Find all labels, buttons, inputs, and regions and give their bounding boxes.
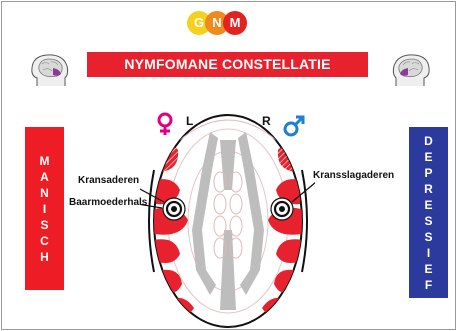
bar-letter: M <box>40 153 50 169</box>
gnm-logo: G N M <box>187 11 267 37</box>
bar-letter: H <box>40 249 49 265</box>
bar-letter: N <box>40 185 49 201</box>
kransaderen-label: Kransaderen <box>78 175 139 186</box>
bar-letter: C <box>40 233 49 249</box>
kransslagaderen-label: Kransslagaderen <box>313 170 394 181</box>
logo-ball-m: M <box>223 11 247 35</box>
brain-relay-diagram <box>140 110 315 331</box>
bar-letter: E <box>424 197 432 213</box>
bar-letter: D <box>424 133 433 149</box>
brain-head-icon <box>25 50 75 90</box>
bar-letter: S <box>424 213 432 229</box>
bar-letter: R <box>424 181 433 197</box>
target-right-icon <box>271 198 293 220</box>
bar-letter: F <box>425 277 432 293</box>
bar-letter: S <box>424 229 432 245</box>
baarmoederhals-label: Baarmoederhals <box>69 197 147 208</box>
bar-letter: A <box>40 169 49 185</box>
brain-head-icon <box>386 50 436 90</box>
bar-letter: P <box>424 165 432 181</box>
bar-letter: I <box>427 245 430 261</box>
bar-letter: I <box>43 201 46 217</box>
target-left-icon <box>163 198 185 220</box>
page-title: NYMFOMANE CONSTELLATIE <box>87 52 368 77</box>
bar-letter: E <box>424 261 432 277</box>
bar-letter: S <box>40 217 48 233</box>
bar-letter: E <box>424 149 432 165</box>
